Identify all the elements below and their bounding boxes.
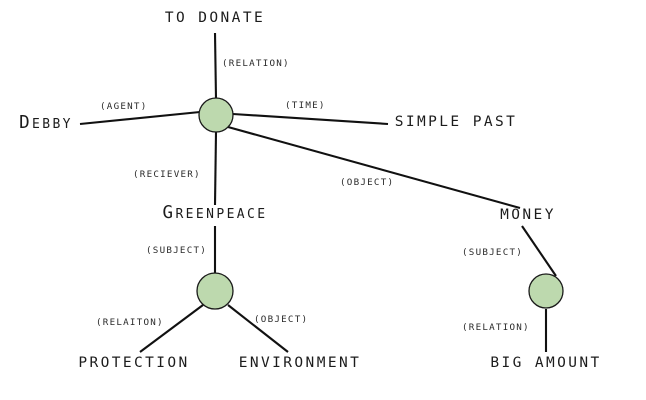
edge-time: [232, 112, 389, 126]
edge-object-environment: [227, 304, 289, 353]
edge-subject-money: [521, 225, 557, 277]
hub-node-donate[interactable]: [198, 97, 234, 133]
concept-to-donate[interactable]: TO DONATE: [165, 10, 265, 26]
edge-object-money: [227, 125, 521, 210]
concept-greenpeace-rest: REENPEACE: [175, 207, 267, 222]
concept-debby-initial: D: [19, 113, 32, 133]
relation-label-object-environment: (OBJECT): [254, 314, 308, 325]
concept-money[interactable]: MONEY: [500, 207, 556, 223]
edge-relaiton-protection: [139, 304, 204, 353]
edge-relation-donate: [213, 32, 218, 100]
relation-label-layer: (RELATION) (AGENT) (TIME) (RECIEVER) (OB…: [96, 58, 530, 333]
edge-agent: [79, 110, 201, 126]
concept-big-amount[interactable]: BIG AMOUNT: [490, 355, 601, 371]
relation-label-relaiton-protection: (RELAITON): [96, 317, 164, 328]
node-layer: [196, 97, 564, 310]
concept-debby-rest: EBBY: [32, 117, 73, 132]
relation-label-relation-donate: (RELATION): [222, 58, 290, 69]
edge-layer: [79, 32, 557, 353]
relation-label-object-money: (OBJECT): [340, 177, 394, 188]
concept-label-layer: TO DONATE DEBBY SIMPLE PAST GREENPEACE M…: [19, 10, 601, 371]
relation-label-subject-greenpeace: (SUBJECT): [146, 245, 207, 256]
relation-label-reciever: (RECIEVER): [133, 169, 201, 180]
relation-label-agent: (AGENT): [100, 101, 147, 112]
concept-environment[interactable]: ENVIRONMENT: [239, 355, 361, 371]
concept-greenpeace-initial: G: [163, 203, 176, 223]
concept-protection[interactable]: PROTECTION: [78, 355, 189, 371]
edge-reciever: [213, 131, 218, 206]
concept-debby[interactable]: DEBBY: [19, 113, 73, 133]
relation-label-time: (TIME): [285, 100, 326, 111]
relation-label-relation-bigamount: (RELATION): [462, 322, 530, 333]
hub-node-money[interactable]: [528, 273, 564, 309]
concept-simple-past[interactable]: SIMPLE PAST: [395, 114, 517, 130]
concept-greenpeace[interactable]: GREENPEACE: [163, 203, 268, 223]
relation-label-subject-money: (SUBJECT): [462, 247, 523, 258]
hub-node-greenpeace[interactable]: [196, 272, 234, 310]
